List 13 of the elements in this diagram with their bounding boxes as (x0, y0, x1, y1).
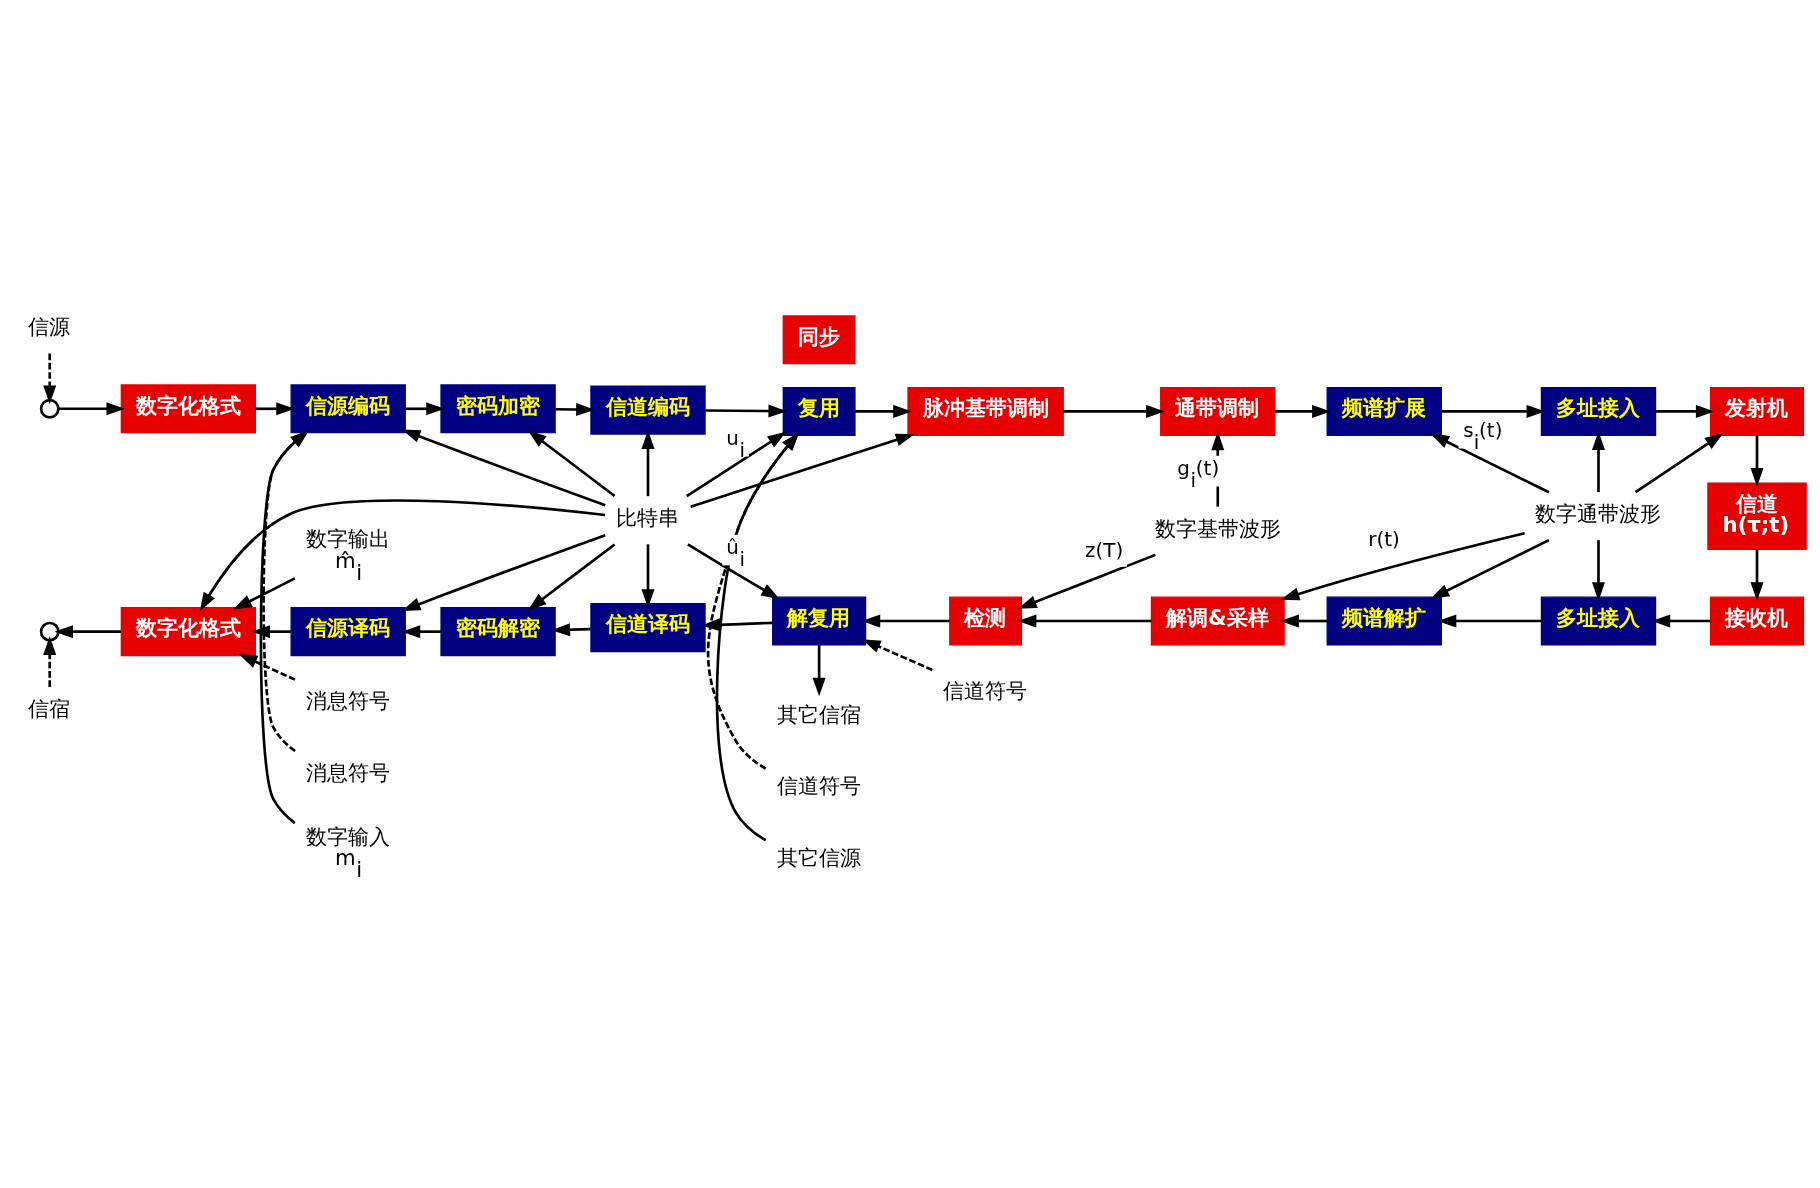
node-text: 其它信源 (776, 844, 861, 870)
node-text: 数字通带波形 (1535, 500, 1662, 526)
node-text: 其它信宿 (776, 701, 861, 727)
edge-label: z(T) (1085, 538, 1124, 562)
node-text: 消息符号 (305, 759, 390, 785)
node-text: 信道符号 (776, 772, 861, 798)
node-text: 信源 (28, 313, 71, 339)
edge-label: r(t) (1368, 527, 1400, 551)
node-text: 信宿 (28, 695, 71, 721)
node-text: 比特串 (616, 504, 680, 530)
node-text: 消息符号 (305, 687, 390, 713)
node-text: 信道符号 (943, 677, 1028, 703)
node-text: 数字基带波形 (1154, 515, 1281, 541)
